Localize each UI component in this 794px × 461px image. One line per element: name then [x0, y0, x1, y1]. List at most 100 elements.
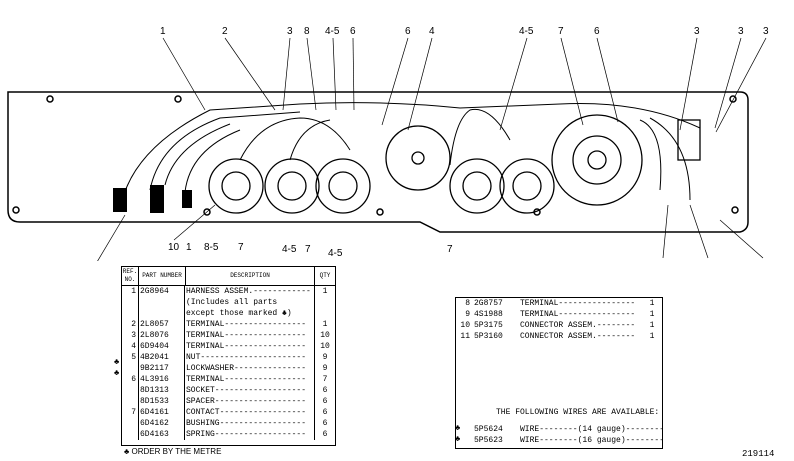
- cell-pn: [138, 297, 184, 308]
- cell-qty: 1: [649, 310, 655, 319]
- cell-desc: BUSHING------------------: [186, 419, 307, 428]
- order-marker: ♣: [114, 357, 120, 366]
- cell-desc: (Includes all parts: [186, 298, 278, 307]
- cell-pn: 4L3916: [140, 375, 169, 384]
- parts-table-header: REF. NO. PART NUMBER DESCRIPTION QTY: [122, 267, 335, 286]
- table-row: (Includes all parts: [122, 297, 335, 308]
- wiring-harness-diagram: 1 2 3 8 4-5 6 6 4 4-5 7 6 3 3 3 11 10 1 …: [7, 26, 769, 261]
- table-row: 4 6D9404 TERMINAL----------------- 10: [122, 341, 335, 352]
- cell-ref: 8: [465, 299, 470, 308]
- cell-desc: NUT----------------------: [186, 353, 307, 362]
- cell-pn: [138, 308, 184, 319]
- column-divider: [314, 286, 315, 440]
- cell-qty: 10: [320, 342, 330, 351]
- cell-ref: 5: [131, 353, 136, 362]
- cell-qty: [315, 308, 335, 319]
- header-ref: REF. NO.: [122, 267, 139, 285]
- header-part: PART NUMBER: [139, 267, 186, 285]
- callout-3b: 3: [694, 26, 700, 37]
- callout-6b: 6: [405, 26, 411, 37]
- cell-qty: 9: [322, 353, 328, 362]
- cell-pn: 5P5624: [474, 425, 503, 434]
- callout-4-5c: 4-5: [282, 244, 297, 255]
- cell-desc: SPRING-------------------: [186, 430, 307, 439]
- cell-pn: 5P3160: [474, 332, 503, 341]
- cell-desc: TERMINAL-----------------: [186, 342, 307, 351]
- cell-ref: 4: [131, 342, 136, 351]
- cell-ref: 2: [131, 320, 136, 329]
- column-divider: [184, 286, 185, 440]
- callout-4-5d: 4-5: [328, 248, 343, 259]
- cell-qty: 1: [649, 332, 655, 341]
- cell-desc: CONNECTOR ASSEM.--------: [520, 321, 636, 330]
- callout-4-5f: 4-5: [545, 260, 560, 261]
- column-divider: [138, 286, 139, 440]
- cell-desc: HARNESS ASSEM.------------: [186, 287, 311, 296]
- leader-lines: [97, 37, 767, 261]
- callout-3: 3: [287, 26, 293, 37]
- cell-qty: 6: [322, 430, 328, 439]
- callout-7b: 7: [238, 242, 244, 253]
- cell-qty: 1: [649, 321, 655, 330]
- cell-ref: 6: [131, 375, 136, 384]
- cell-pn: 6D4163: [140, 430, 169, 439]
- harness-wires: [119, 102, 701, 211]
- table-row: 8D1533 SPACER------------------- 6: [122, 396, 335, 407]
- cell-ref: 9: [465, 310, 470, 319]
- cell-ref: 10: [460, 321, 470, 330]
- cell-ref: [122, 396, 138, 407]
- cell-ref: [122, 308, 138, 319]
- callout-10: 10: [168, 242, 180, 253]
- callout-4: 4: [429, 26, 435, 37]
- cell-pn: 8D1533: [140, 397, 169, 406]
- callout-7d: 7: [447, 244, 453, 255]
- callout-3d: 3: [763, 26, 769, 37]
- cell-desc: TERMINAL-----------------: [186, 331, 307, 340]
- order-marker: ♣: [455, 434, 461, 443]
- cell-qty: [315, 297, 335, 308]
- instrument-panel: [7, 91, 749, 233]
- cell-ref: 3: [131, 331, 136, 340]
- cell-pn: 5P3175: [474, 321, 503, 330]
- order-marker: ♣: [455, 423, 461, 432]
- cell-pn: 4B2041: [140, 353, 169, 362]
- cell-desc: SOCKET-------------------: [186, 386, 307, 395]
- callout-4-5e: 4-5: [478, 260, 493, 261]
- cell-qty: 6: [322, 408, 328, 417]
- callout-6a: 6: [350, 26, 356, 37]
- callout-7: 7: [558, 26, 564, 37]
- callouts-top: 1 2 3 8 4-5 6 6 4 4-5 7 6 3 3 3: [160, 26, 769, 37]
- cell-ref: 7: [131, 408, 136, 417]
- cell-pn: 2L8057: [140, 320, 169, 329]
- cell-qty: 6: [322, 419, 328, 428]
- cell-desc: SPACER-------------------: [186, 397, 307, 406]
- cell-qty: 6: [322, 386, 328, 395]
- cell-qty: 6: [322, 397, 328, 406]
- connector-plugs: [113, 185, 192, 213]
- cell-desc: CONTACT------------------: [186, 408, 307, 417]
- footnote: ♣ ORDER BY THE METRE: [124, 447, 222, 456]
- cell-desc: TERMINAL----------------: [520, 299, 636, 308]
- cell-desc: CONNECTOR ASSEM.--------: [520, 332, 636, 341]
- cell-pn: 6D9404: [140, 342, 169, 351]
- cell-qty: 10: [320, 331, 330, 340]
- callout-2: 2: [222, 26, 228, 37]
- header-desc: DESCRIPTION: [186, 267, 315, 285]
- cell-desc: WIRE--------(16 gauge)-----------: [520, 436, 662, 445]
- wires-note: THE FOLLOWING WIRES ARE AVAILABLE:: [496, 408, 660, 417]
- cell-desc: except those marked ♣): [186, 309, 292, 318]
- cell-ref: 11: [460, 332, 470, 341]
- cell-ref: [122, 297, 138, 308]
- callout-1b: 1: [186, 242, 192, 253]
- cell-qty: 1: [649, 299, 655, 308]
- cell-pn: 9B2117: [140, 364, 169, 373]
